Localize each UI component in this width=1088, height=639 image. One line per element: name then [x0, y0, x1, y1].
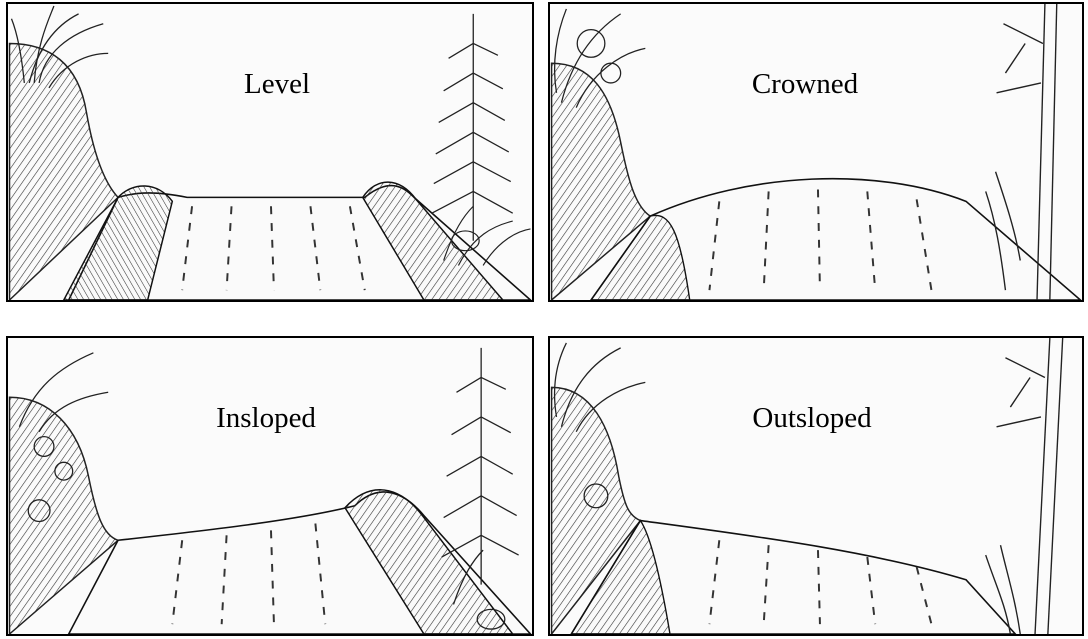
road-panel-outsloped: Outsloped [548, 336, 1084, 636]
panel-title-outsloped: Outsloped [752, 402, 871, 435]
road-panel-crowned: Crowned [548, 2, 1084, 302]
level-road-sketch [8, 4, 532, 300]
outsloped-road-sketch [550, 338, 1082, 634]
panel-title-level: Level [244, 68, 310, 101]
insloped-road-sketch [8, 338, 532, 634]
tree-right-icon [986, 338, 1063, 634]
crowned-road-sketch [550, 4, 1082, 300]
panel-title-crowned: Crowned [752, 68, 858, 101]
road-panel-insloped: Insloped [6, 336, 534, 636]
road-panel-level: Level [6, 2, 534, 302]
panel-title-insloped: Insloped [216, 402, 316, 435]
